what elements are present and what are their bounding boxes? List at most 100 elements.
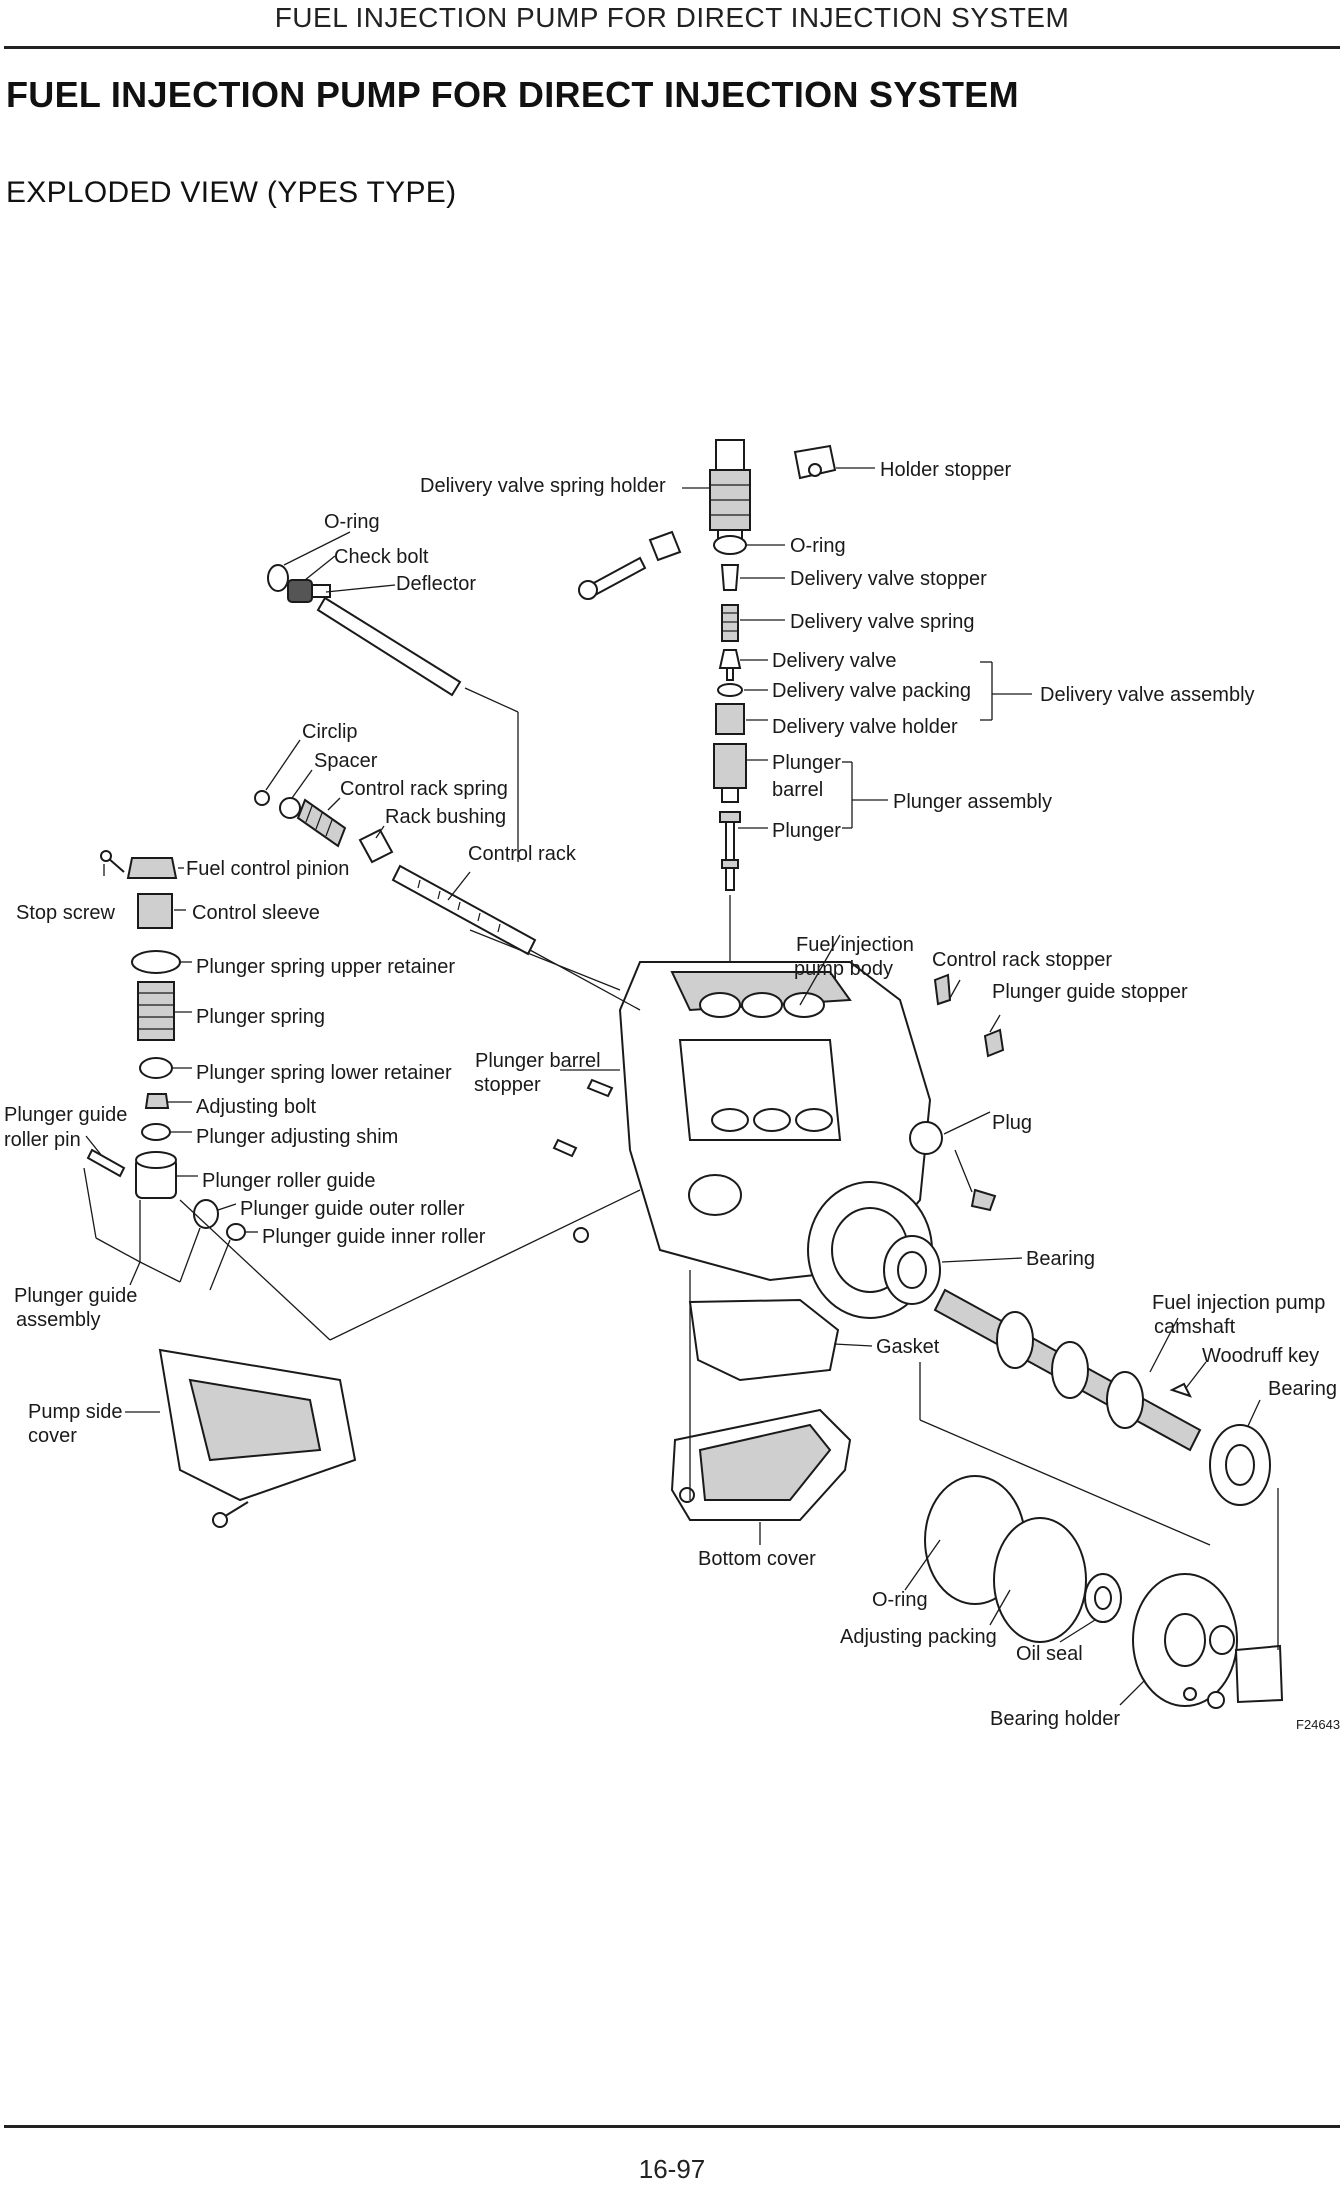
- label-adjusting-bolt: Adjusting bolt: [196, 1096, 317, 1118]
- plunger-guide-roller-pin-part: [86, 1148, 126, 1178]
- circlip-part: [254, 790, 270, 806]
- adjusting-bolt-part: [144, 1093, 170, 1109]
- page-title: FUEL INJECTION PUMP FOR DIRECT INJECTION…: [6, 74, 1019, 115]
- fuel-control-pinion-part: [126, 857, 178, 879]
- control-rack-teeth: [417, 879, 501, 933]
- label-o-ring-top: O-ring: [790, 535, 846, 557]
- label-delivery-valve-spring: Delivery valve spring: [790, 611, 975, 633]
- delivery-valve-spring-part: [721, 604, 739, 642]
- label-bearing-2: Bearing: [1268, 1378, 1337, 1400]
- control-rack-spring-part: [296, 798, 347, 848]
- label-oil-seal: Oil seal: [1016, 1643, 1083, 1665]
- plunger-barrel-part: [713, 743, 747, 803]
- plug-part: [909, 1121, 943, 1155]
- label-plunger-barrel-1: Plunger: [772, 752, 841, 774]
- bottom-cover-part: [670, 1408, 852, 1521]
- pump-side-cover-part: [158, 1348, 357, 1502]
- label-check-bolt: Check bolt: [334, 546, 429, 568]
- label-bearing-holder: Bearing holder: [990, 1708, 1120, 1730]
- label-fuel-injection-pump-camshaft-2: camshaft: [1154, 1316, 1236, 1338]
- label-rack-bushing: Rack bushing: [385, 806, 506, 828]
- label-control-rack-stopper: Control rack stopper: [932, 949, 1112, 971]
- label-fuel-injection-pump-camshaft-1: Fuel injection pump: [1152, 1292, 1325, 1314]
- label-stop-screw: Stop screw: [16, 902, 115, 924]
- label-plunger-guide-assembly-2: assembly: [16, 1309, 100, 1331]
- control-sleeve-part: [137, 893, 173, 929]
- label-plunger-guide-assembly-1: Plunger guide: [14, 1285, 137, 1307]
- label-plunger-roller-guide: Plunger roller guide: [202, 1170, 375, 1192]
- label-control-rack: Control rack: [468, 843, 577, 865]
- label-plunger-barrel-2: barrel: [772, 779, 823, 801]
- side-cover-screw-part: [212, 1501, 249, 1528]
- label-plug: Plug: [992, 1112, 1032, 1134]
- label-gasket: Gasket: [876, 1336, 940, 1358]
- delivery-valve-spring-holder-part: [709, 439, 751, 547]
- fuel-injection-pump-camshaft-part: [933, 1288, 1202, 1452]
- label-delivery-valve-packing: Delivery valve packing: [772, 680, 971, 702]
- label-spacer: Spacer: [314, 750, 378, 772]
- label-delivery-valve-assembly: Delivery valve assembly: [1040, 684, 1255, 706]
- label-adjusting-packing: Adjusting packing: [840, 1626, 997, 1648]
- bearing-holder-washer-small-part: [1183, 1687, 1197, 1701]
- label-bearing-1: Bearing: [1026, 1248, 1095, 1270]
- label-circlip: Circlip: [302, 721, 358, 743]
- plug-small-part: [970, 1188, 997, 1212]
- plunger-barrel-stopper-part: [586, 1078, 614, 1098]
- control-rack-stopper-part: [933, 973, 952, 1006]
- label-pump-side-cover-2: cover: [28, 1425, 77, 1447]
- plunger-part: [719, 811, 741, 891]
- o-ring-top-part: [713, 535, 747, 555]
- label-plunger: Plunger: [772, 820, 841, 842]
- bearing-1-part: [883, 1235, 941, 1305]
- delivery-valve-holder-part: [715, 703, 745, 735]
- plunger-adjusting-shim-part: [141, 1123, 171, 1141]
- adjusting-packing-part: [993, 1517, 1087, 1643]
- delivery-valve-part: [718, 649, 742, 681]
- stop-screw-part: [100, 850, 125, 873]
- page-subtitle: EXPLODED VIEW (YPES TYPE): [6, 176, 457, 209]
- diagram-labels: Delivery valve spring holder Holder stop…: [4, 459, 1340, 1732]
- label-fuel-injection-pump-body-1: Fuel injection: [796, 934, 914, 956]
- o-ring-left-part: [267, 564, 289, 592]
- label-plunger-barrel-stopper-1: Plunger barrel: [475, 1050, 601, 1072]
- label-plunger-guide-roller-pin-2: roller pin: [4, 1129, 81, 1151]
- label-plunger-spring: Plunger spring: [196, 1006, 325, 1028]
- gasket-part: [688, 1298, 840, 1382]
- label-delivery-valve-holder: Delivery valve holder: [772, 716, 958, 738]
- bearing-holder-plug-part: [1234, 1644, 1284, 1704]
- side-pin-part: [552, 1138, 578, 1158]
- label-delivery-valve-spring-holder: Delivery valve spring holder: [420, 475, 666, 497]
- label-o-ring-bottom: O-ring: [872, 1589, 928, 1611]
- label-plunger-adjusting-shim: Plunger adjusting shim: [196, 1126, 398, 1148]
- bearing-holder-bolt-part: [1207, 1691, 1225, 1709]
- bearing-holder-washer-part: [1209, 1625, 1235, 1655]
- label-control-sleeve: Control sleeve: [192, 902, 320, 924]
- header-rule: [4, 46, 1340, 49]
- label-plunger-assembly: Plunger assembly: [893, 791, 1052, 813]
- check-bolt-part: [287, 579, 331, 603]
- rack-bushing-part: [358, 828, 394, 864]
- woodruff-key-part: [1169, 1382, 1192, 1398]
- running-header: FUEL INJECTION PUMP FOR DIRECT INJECTION…: [274, 2, 1070, 33]
- label-plunger-barrel-stopper-2: stopper: [474, 1074, 541, 1096]
- plunger-roller-guide-part: [135, 1151, 177, 1199]
- control-rack-part: [391, 864, 537, 956]
- delivery-valve-stopper-part: [720, 564, 740, 591]
- label-delivery-valve-stopper: Delivery valve stopper: [790, 568, 987, 590]
- holder-stopper-part: [793, 444, 837, 480]
- bottom-cover-screw-part: [679, 1487, 695, 1503]
- label-plunger-spring-upper-retainer: Plunger spring upper retainer: [196, 956, 455, 978]
- label-plunger-guide-outer-roller: Plunger guide outer roller: [240, 1198, 465, 1220]
- label-fuel-injection-pump-body-2: pump body: [794, 958, 893, 980]
- deflector-part: [316, 596, 462, 697]
- label-bottom-cover: Bottom cover: [698, 1548, 816, 1570]
- label-plunger-guide-inner-roller: Plunger guide inner roller: [262, 1226, 486, 1248]
- holder-bolt-part: [578, 530, 682, 600]
- plunger-guide-stopper-part: [983, 1028, 1005, 1058]
- label-pump-side-cover-1: Pump side: [28, 1401, 123, 1423]
- spacer-part: [279, 797, 301, 819]
- plunger-spring-part: [137, 981, 175, 1041]
- plunger-spring-lower-retainer-part: [139, 1057, 173, 1079]
- plunger-spring-upper-retainer-part: [131, 950, 181, 974]
